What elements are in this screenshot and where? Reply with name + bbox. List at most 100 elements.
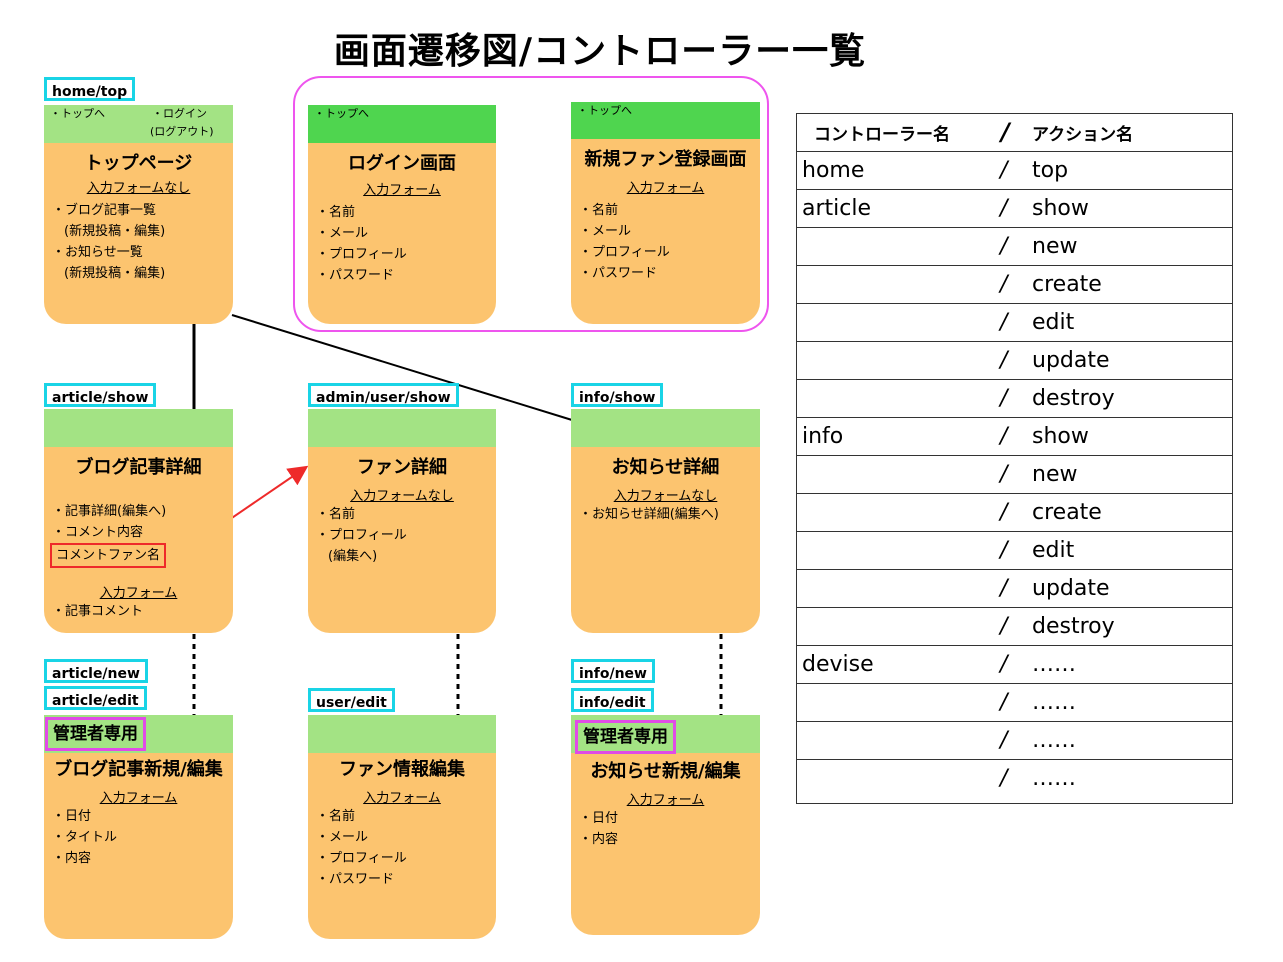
controller-cell — [796, 341, 1000, 380]
action-cell: …… — [1032, 683, 1233, 722]
table-row: /edit — [796, 303, 1233, 342]
action-cell: …… — [1032, 721, 1233, 760]
action-cell: new — [1032, 227, 1233, 266]
list-item: ・お知らせ詳細(編集へ) — [579, 507, 719, 522]
slash-cell: / — [1000, 721, 1032, 760]
form-label: 入力フォーム — [99, 586, 178, 601]
form-label: 入力フォーム — [626, 181, 705, 196]
list-item: ・プロフィール — [316, 247, 407, 262]
slash-cell: / — [1000, 645, 1032, 684]
list-item: ・パスワード — [316, 268, 395, 283]
comment-fan-name-link[interactable]: コメントファン名 — [50, 543, 167, 568]
action-cell: destroy — [1032, 607, 1233, 646]
action-cell: show — [1032, 417, 1233, 456]
table-row: /…… — [796, 683, 1233, 722]
slash-cell: / — [1000, 531, 1032, 570]
table-row: /edit — [796, 531, 1233, 570]
table-row: /…… — [796, 721, 1233, 760]
controller-cell — [796, 265, 1000, 304]
list-item: ・メール — [579, 224, 632, 239]
table-row: /update — [796, 341, 1233, 380]
form-label: 入力フォーム — [363, 183, 441, 198]
auth-group-frame — [293, 76, 769, 332]
page-title: 画面遷移図/コントローラー一覧 — [333, 31, 867, 72]
action-cell: update — [1032, 569, 1233, 608]
action-cell: destroy — [1032, 379, 1233, 418]
list-item: ・ブログ記事一覧 — [52, 203, 157, 218]
table-row: /update — [796, 569, 1233, 608]
slash-cell: / — [1000, 341, 1032, 380]
action-cell: create — [1032, 493, 1233, 532]
card-title: ファン詳細 — [357, 457, 447, 478]
list-item: ・プロフィール — [579, 245, 670, 260]
slash-cell: / — [1000, 189, 1032, 228]
slash-cell: / — [1000, 158, 1008, 183]
route-admin-user-show: admin/user/show — [308, 383, 459, 407]
table-row: /destroy — [796, 379, 1233, 418]
route-article-edit: article/edit — [44, 686, 147, 710]
controller-cell — [796, 303, 1000, 342]
table-row: /create — [796, 493, 1233, 532]
card-info-detail: お知らせ詳細 入力フォームなし ・お知らせ詳細(編集へ) — [571, 409, 760, 633]
route-info-edit: info/edit — [571, 688, 654, 712]
slash-cell: / — [1000, 379, 1032, 418]
controller-cell — [796, 607, 1000, 646]
list-item: ・お知らせ一覧 — [52, 245, 143, 260]
list-item: ・パスワード — [316, 872, 395, 887]
list-item: ・メール — [316, 830, 369, 845]
slash-cell: / — [1000, 493, 1032, 532]
controller-cell — [796, 455, 1000, 494]
list-item: (編集へ) — [328, 549, 378, 564]
list-item: ・プロフィール — [316, 851, 407, 866]
table-row: /destroy — [796, 607, 1233, 646]
controller-cell: home — [802, 158, 865, 183]
nav-to-top[interactable]: ・トップへ — [314, 107, 369, 120]
table-row: /new — [796, 227, 1233, 266]
action-cell: update — [1032, 341, 1233, 380]
table-row: /new — [796, 455, 1233, 494]
list-item: ・コメント内容 — [52, 525, 144, 540]
slash-cell: / — [1000, 569, 1032, 608]
admin-only-badge: 管理者専用 — [575, 720, 676, 754]
route-user-edit: user/edit — [308, 688, 395, 712]
list-item: ・記事コメント — [52, 604, 144, 619]
route-article-show: article/show — [44, 383, 157, 407]
card-fan-edit: ファン情報編集 入力フォーム ・名前 ・メール ・プロフィール ・パスワード — [308, 715, 496, 939]
nav-login[interactable]: ・ログイン — [152, 107, 207, 120]
action-cell: show — [1032, 189, 1233, 228]
route-home-top: home/top — [44, 77, 136, 101]
list-item: ・日付 — [579, 811, 619, 826]
slash-cell: / — [1000, 759, 1032, 797]
controller-cell — [796, 683, 1000, 722]
card-title: ファン情報編集 — [339, 759, 465, 780]
table-row: devise/…… — [796, 645, 1233, 684]
slash-cell: / — [1000, 683, 1032, 722]
action-cell: top — [1032, 158, 1069, 183]
slash-cell: / — [1000, 607, 1032, 646]
list-item: ・プロフィール — [316, 528, 407, 543]
list-item: ・記事詳細(編集へ) — [52, 504, 167, 519]
form-label: 入力フォーム — [626, 793, 705, 808]
table-row: info/show — [796, 417, 1233, 456]
list-item: ・メール — [316, 226, 369, 241]
list-item: (新規投稿・編集) — [64, 224, 166, 239]
card-title: お知らせ新規/編集 — [590, 761, 741, 782]
slash-cell: / — [1000, 417, 1032, 456]
card-title: 新規ファン登録画面 — [584, 149, 747, 170]
header-slash: / — [1001, 118, 1010, 146]
action-cell: edit — [1032, 531, 1233, 570]
form-label: 入力フォーム — [99, 791, 178, 806]
card-signup: ・トップへ 新規ファン登録画面 入力フォーム ・名前 ・メール ・プロフィール … — [571, 102, 760, 324]
card-title: お知らせ詳細 — [611, 457, 720, 478]
slash-cell: / — [1000, 455, 1032, 494]
nav-to-top[interactable]: ・トップへ — [577, 104, 632, 117]
nav-to-top[interactable]: ・トップへ — [50, 107, 105, 120]
list-item: ・パスワード — [579, 266, 658, 281]
route-info-show: info/show — [571, 383, 664, 407]
slash-cell: / — [1000, 227, 1032, 266]
header-controller: コントローラー名 — [814, 124, 950, 145]
nav-logout[interactable]: (ログアウト) — [150, 125, 214, 138]
list-item: ・内容 — [52, 851, 92, 866]
list-item: ・名前 — [579, 203, 619, 218]
